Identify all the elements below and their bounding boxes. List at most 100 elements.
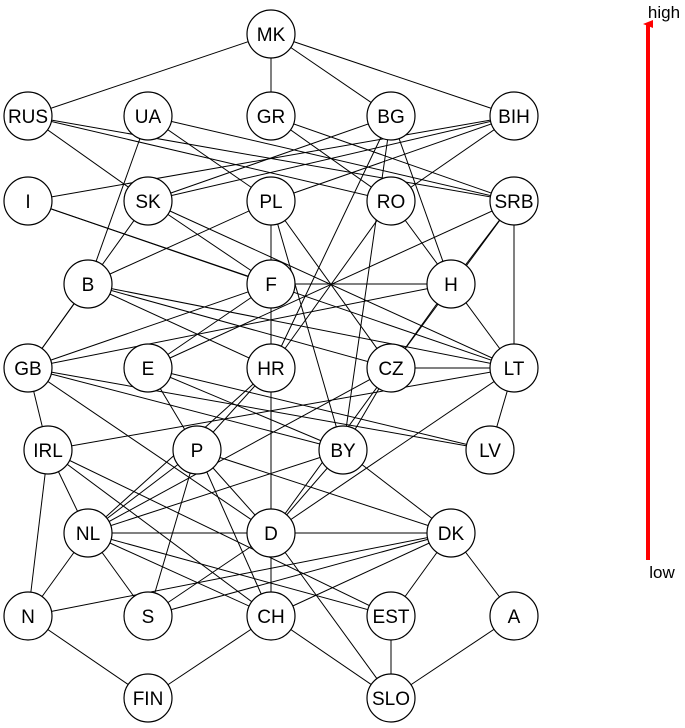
node-label: E — [142, 359, 155, 380]
node-gr: GR — [246, 91, 296, 141]
node-n: N — [3, 591, 53, 641]
node-f: F — [246, 259, 296, 309]
scale-indicator: high low — [643, 3, 680, 582]
node-cz: CZ — [366, 343, 416, 393]
node-srb: SRB — [489, 176, 539, 226]
edge-dk-s — [147, 532, 452, 617]
node-ch: CH — [246, 591, 296, 641]
node-s: S — [123, 591, 173, 641]
node-circle — [246, 591, 296, 641]
node-lv: LV — [465, 425, 515, 475]
edge-e-lv — [147, 367, 491, 451]
node-label: CZ — [378, 359, 404, 380]
node-label: F — [265, 275, 277, 296]
edge-ua-b — [87, 115, 149, 285]
edge-ua-pl — [147, 115, 272, 202]
edge-sk-f — [147, 200, 272, 285]
node-label: SLO — [372, 689, 410, 710]
node-circle — [318, 425, 368, 475]
edge-gb-d — [27, 367, 272, 534]
node-circle — [489, 343, 539, 393]
node-a: A — [489, 591, 539, 641]
edge-mk-bih — [270, 33, 515, 117]
edge-d-slo — [270, 532, 392, 699]
edge-f-gb — [27, 283, 272, 369]
edge-irl-n — [27, 449, 49, 617]
edge-gb-by — [27, 367, 344, 451]
node-circle — [23, 425, 73, 475]
node-ua: UA — [123, 91, 173, 141]
node-label: S — [142, 607, 155, 628]
edge-e-by — [147, 367, 344, 451]
scale-low-label: low — [649, 563, 675, 582]
node-label: FIN — [133, 689, 164, 710]
node-circle — [366, 91, 416, 141]
edge-nl-ch — [87, 532, 272, 617]
node-circle — [123, 591, 173, 641]
edge-bih-sk — [147, 115, 515, 202]
node-label: UA — [135, 107, 162, 128]
node-circle — [172, 425, 222, 475]
node-label: B — [82, 275, 95, 296]
node-mk: MK — [246, 9, 296, 59]
node-label: LV — [479, 441, 501, 462]
edge-p-dk — [196, 449, 452, 534]
node-circle — [366, 591, 416, 641]
node-by: BY — [318, 425, 368, 475]
node-d: D — [246, 508, 296, 558]
node-label: GR — [257, 107, 286, 128]
node-ro: RO — [366, 176, 416, 226]
edge-cz-nl — [87, 367, 392, 534]
edge-bg-hr — [270, 115, 392, 369]
node-sk: SK — [123, 176, 173, 226]
node-circle — [3, 176, 53, 226]
node-label: MK — [257, 25, 286, 46]
edge-ch-fin — [147, 615, 272, 699]
node-label: P — [191, 441, 204, 462]
node-circle — [246, 176, 296, 226]
node-nl: NL — [63, 508, 113, 558]
edge-bg-by — [342, 115, 392, 451]
edge-pl-b — [87, 200, 272, 285]
node-label: IRL — [33, 441, 63, 462]
edge-bih-pl — [270, 115, 515, 202]
node-circle — [63, 508, 113, 558]
edge-by-nl — [87, 449, 344, 534]
node-circle — [246, 9, 296, 59]
edges-layer — [27, 33, 515, 699]
node-circle — [3, 343, 53, 393]
node-label: A — [508, 607, 521, 628]
node-irl: IRL — [23, 425, 73, 475]
node-label: PL — [259, 192, 282, 213]
node-b: B — [63, 259, 113, 309]
node-label: LT — [504, 359, 525, 380]
node-bg: BG — [366, 91, 416, 141]
node-bih: BIH — [489, 91, 539, 141]
node-circle — [3, 91, 53, 141]
node-pl: PL — [246, 176, 296, 226]
node-slo: SLO — [366, 673, 416, 723]
node-label: H — [444, 275, 458, 296]
node-circle — [489, 176, 539, 226]
node-circle — [246, 343, 296, 393]
node-circle — [246, 259, 296, 309]
node-gb: GB — [3, 343, 53, 393]
node-label: HR — [257, 359, 284, 380]
node-lt: LT — [489, 343, 539, 393]
node-circle — [123, 176, 173, 226]
edge-mk-rus — [27, 33, 272, 117]
edge-bg-h — [390, 115, 452, 285]
node-label: EST — [373, 607, 410, 628]
edge-b-lt — [87, 283, 515, 369]
node-label: N — [21, 607, 35, 628]
edge-pl-by — [270, 200, 344, 451]
edge-bih-i — [27, 115, 515, 202]
node-label: CH — [257, 607, 284, 628]
node-label: BY — [330, 441, 356, 462]
edge-bih-ro — [390, 115, 515, 202]
node-i: I — [3, 176, 53, 226]
node-label: SK — [135, 192, 161, 213]
node-circle — [123, 343, 173, 393]
